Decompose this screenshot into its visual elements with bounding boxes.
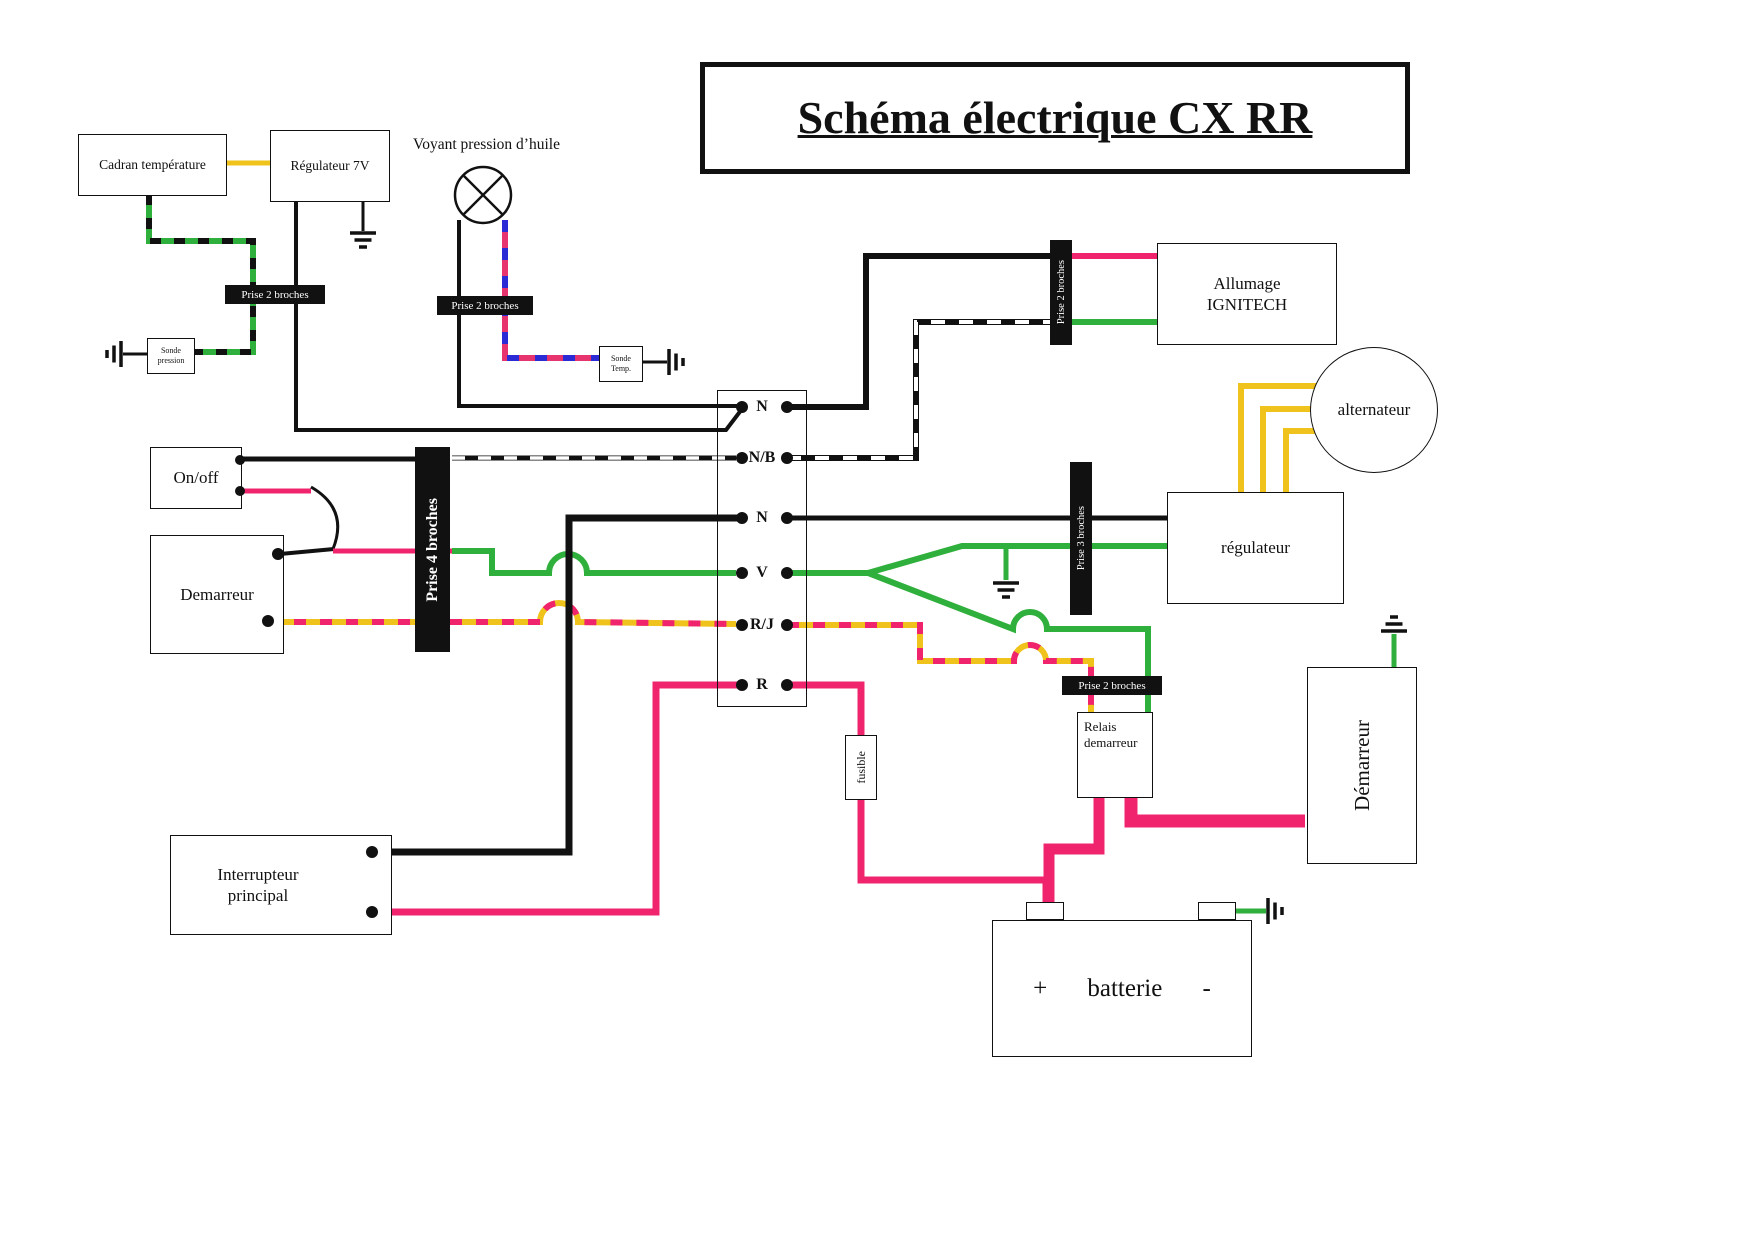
- wire-main-switch-to-connector-r: [373, 681, 738, 916]
- ground-icon: [105, 341, 123, 367]
- battery-minus-terminal: [1198, 902, 1236, 920]
- temp-sensor-label: Sonde Temp.: [610, 354, 632, 373]
- main-switch-box: Interrupteur principal: [170, 835, 392, 935]
- ground-icon: [1266, 898, 1284, 924]
- ground-icon: [1381, 615, 1407, 633]
- connector-4pin-label: Prise 4 broches: [423, 497, 441, 602]
- oil-pressure-lamp-icon: [453, 165, 513, 225]
- wire-relay-to-starter-motor: [1124, 798, 1305, 828]
- pressure-sensor-box: Sonde pression: [147, 338, 195, 374]
- diagram-title-box: Schéma électrique CX RR: [700, 62, 1410, 174]
- connector-2pin-relay-label: Prise 2 broches: [1078, 679, 1146, 692]
- onoff-switch-label: On/off: [173, 468, 219, 488]
- connector-3pin: Prise 3 broches: [1070, 462, 1092, 615]
- wire-connector-rj-to-relay: [787, 622, 1094, 713]
- connector-2pin-ignition: Prise 2 broches: [1050, 240, 1072, 345]
- battery-plus-sign: +: [1033, 974, 1048, 1002]
- battery-label: batterie: [1087, 974, 1163, 1002]
- wire-temp-gauge-to-pressure-sensor: [146, 194, 256, 355]
- oil-pressure-lamp-label: Voyant pression d’huile: [413, 136, 560, 153]
- ground-icon: [667, 349, 685, 375]
- wire-connector-n-to-ignition: [787, 253, 1050, 410]
- battery-box: + batterie -: [992, 920, 1252, 1057]
- starter-motor-label: Démarreur: [1349, 720, 1374, 811]
- wire-regulator7v-to-connector-n: [294, 200, 744, 432]
- wire-relay-to-battery-plus: [1043, 798, 1105, 904]
- wire-temp-gauge-to-pressure-sensor-dash: [146, 194, 256, 355]
- wire-alternator-3: [1283, 428, 1316, 492]
- wire-alternator-2: [1260, 406, 1311, 492]
- regulator-label: régulateur: [1221, 538, 1290, 558]
- starter-relay-box: Relais demarreur: [1077, 712, 1153, 798]
- ground-icon: [350, 231, 376, 249]
- onoff-switch-box: On/off: [150, 447, 242, 509]
- ground-icon: [993, 581, 1019, 599]
- starter-motor-box: Démarreur: [1307, 667, 1417, 864]
- junction-pin-r: R: [756, 676, 768, 693]
- junction-pin-v: V: [756, 564, 768, 581]
- alternator-circle: alternateur: [1310, 347, 1438, 473]
- connector-4pin: Prise 4 broches: [415, 447, 450, 652]
- connector-2pin-left-label: Prise 2 broches: [241, 288, 309, 301]
- wire-connector-r-to-battery-fuse: [787, 681, 1050, 904]
- junction-pin-rj: R/J: [750, 616, 774, 633]
- regulator-7v-box: Régulateur 7V: [270, 130, 390, 202]
- wire-starter-button-to-connector-rj: [268, 600, 737, 627]
- temperature-gauge-box: Cadran température: [78, 134, 227, 196]
- regulator-7v-label: Régulateur 7V: [290, 157, 370, 173]
- main-switch-label: Interrupteur principal: [217, 864, 299, 905]
- wire-connector-rj-to-relay-dash: [787, 622, 1094, 713]
- pressure-sensor-label: Sonde pression: [157, 346, 185, 365]
- regulator-box: régulateur: [1167, 492, 1344, 604]
- wire-connector-nb-to-ignition-dash: [787, 320, 1050, 460]
- connector-2pin-middle: Prise 2 broches: [437, 296, 533, 315]
- wire-starter-button-to-connector-rj-dash: [268, 600, 737, 627]
- wire-oil-lamp-to-temp-sensor-dash: [502, 220, 599, 361]
- fuse-box: fusible: [845, 735, 877, 800]
- connector-2pin-middle-label: Prise 2 broches: [451, 299, 519, 312]
- connector-2pin-relay: Prise 2 broches: [1062, 676, 1162, 695]
- central-junction-block: N N/B N V R/J R: [717, 390, 807, 707]
- connector-3pin-label: Prise 3 broches: [1075, 506, 1087, 571]
- wire-onoff-switch-lever: [310, 485, 340, 550]
- wire-prise4-to-connector-v-green: [452, 548, 736, 576]
- starter-button-box: Demarreur: [150, 535, 284, 654]
- ignition-ignitech-label: Allumage IGNITECH: [1206, 273, 1288, 314]
- wire-lever-to-starter-button: [279, 547, 335, 556]
- wire-alternator-1: [1238, 383, 1317, 492]
- wire-oil-lamp-to-temp-sensor: [502, 220, 599, 361]
- junction-pin-n2: N: [756, 509, 768, 526]
- alternator-label: alternateur: [1337, 400, 1411, 420]
- battery-plus-terminal: [1026, 902, 1064, 920]
- battery-minus-sign: -: [1202, 974, 1211, 1002]
- ignition-ignitech-box: Allumage IGNITECH: [1157, 243, 1337, 345]
- starter-button-label: Demarreur: [180, 584, 254, 604]
- starter-relay-label: Relais demarreur: [1084, 719, 1138, 751]
- junction-pin-n1: N: [756, 398, 768, 415]
- connector-2pin-left: Prise 2 broches: [225, 285, 325, 304]
- connector-2pin-ignition-label: Prise 2 broches: [1055, 260, 1067, 325]
- junction-pin-nb: N/B: [748, 449, 776, 466]
- diagram-title: Schéma électrique CX RR: [797, 92, 1313, 144]
- temp-sensor-box: Sonde Temp.: [599, 346, 643, 382]
- fuse-label: fusible: [853, 751, 868, 784]
- temperature-gauge-label: Cadran température: [99, 156, 206, 172]
- wire-connector-nb-to-ignition: [787, 319, 1050, 461]
- wire-connector-v-to-regulator: [787, 543, 1167, 576]
